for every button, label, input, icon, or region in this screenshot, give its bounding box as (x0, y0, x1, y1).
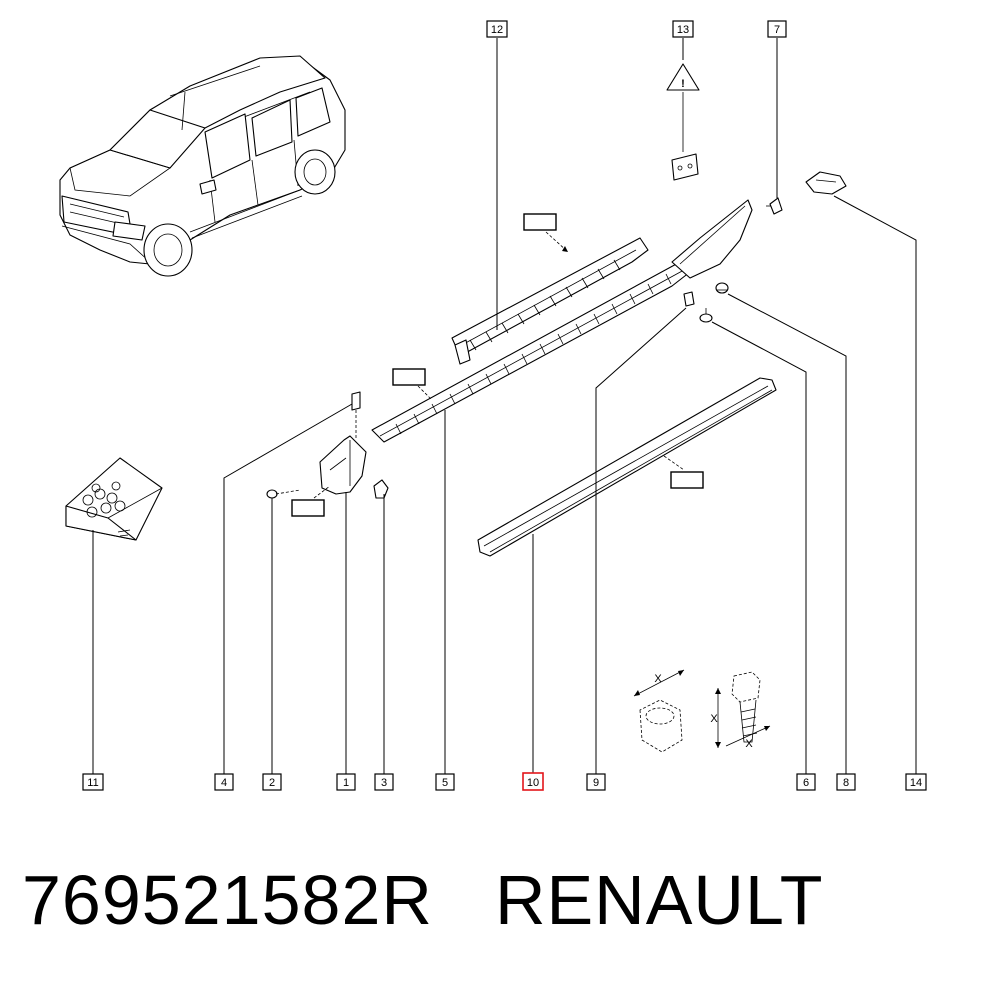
label-plate-5 (392, 368, 433, 401)
part-5-sill-bracket (371, 261, 691, 443)
part-10-sill-moulding (477, 377, 777, 557)
clip-9 (683, 291, 695, 307)
svg-text:8: 8 (843, 777, 849, 789)
brand-name: RENAULT (494, 861, 824, 939)
svg-text:X: X (710, 713, 718, 725)
label-plate-12 (523, 213, 569, 253)
svg-text:X: X (654, 673, 662, 685)
callout-8[interactable]: 8 (836, 773, 856, 791)
svg-text:5: 5 (442, 777, 448, 789)
callout-1[interactable]: 1 (336, 773, 356, 791)
label-plate-10 (663, 455, 704, 489)
svg-text:!: ! (681, 78, 685, 90)
svg-text:3: 3 (381, 777, 387, 789)
svg-text:7: 7 (774, 24, 780, 36)
callout-14[interactable]: 14 (905, 773, 927, 791)
part-number: 769521582R (22, 861, 433, 939)
svg-text:10: 10 (527, 777, 539, 789)
svg-text:14: 14 (910, 777, 922, 789)
part-4-clip (351, 391, 361, 440)
svg-text:11: 11 (87, 777, 98, 789)
clip-8 (715, 282, 729, 294)
part-14-end-cap (805, 171, 847, 195)
part-2-screw (266, 489, 301, 499)
svg-text:9: 9 (593, 777, 599, 789)
part-caption: 769521582R RENAULT (22, 860, 823, 940)
callout-9[interactable]: 9 (586, 773, 606, 791)
callout-6[interactable]: 6 (796, 773, 816, 791)
vehicle-illustration (59, 55, 346, 277)
callout-3[interactable]: 3 (374, 773, 394, 791)
svg-text:X: X (745, 738, 753, 750)
svg-text:2: 2 (269, 777, 275, 789)
svg-text:13: 13 (677, 24, 689, 36)
part-13-warning-label: ! (666, 63, 700, 181)
nut-torque-symbol: X (633, 669, 685, 753)
part-11-clip-kit-box (65, 457, 163, 541)
callout-13[interactable]: 13 (672, 20, 694, 38)
callout-11[interactable]: 11 (82, 773, 104, 791)
leader-lines (92, 38, 917, 774)
callout-2[interactable]: 2 (262, 773, 282, 791)
callout-10-selected[interactable]: 10 (522, 772, 544, 791)
svg-text:1: 1 (343, 777, 349, 789)
callout-12[interactable]: 12 (486, 20, 508, 38)
svg-text:4: 4 (221, 777, 227, 789)
callout-4[interactable]: 4 (214, 773, 234, 791)
svg-text:6: 6 (803, 777, 809, 789)
callout-5[interactable]: 5 (435, 773, 455, 791)
part-12-retainer-rail (451, 237, 649, 365)
svg-text:12: 12 (491, 24, 503, 36)
part-1-front-bracket (319, 435, 367, 495)
callout-7[interactable]: 7 (767, 20, 787, 38)
part-7-rear-end-cap (671, 197, 783, 279)
part-3-nut (373, 479, 389, 499)
label-plate-1 (291, 485, 331, 517)
bolt-torque-symbol: X X (710, 671, 771, 750)
clip-6 (699, 308, 713, 323)
